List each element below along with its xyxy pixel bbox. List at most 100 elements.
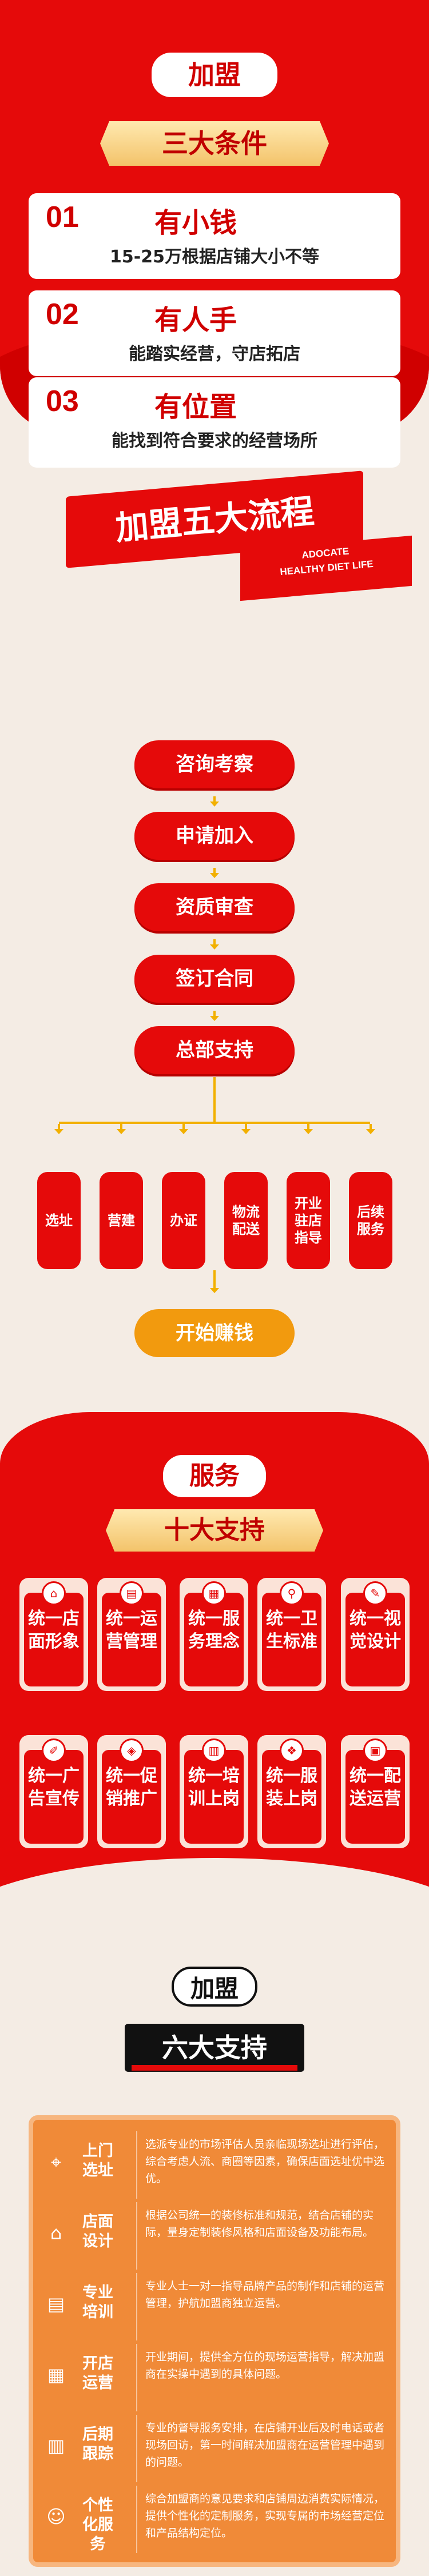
tag-icon: ◈	[120, 1738, 144, 1762]
six-item-desc: 根据公司统一的装修标准和规范，结合店铺的实际，量身定制装修风格和店面设备及功能布…	[145, 2209, 374, 2239]
shop-icon: ▦	[47, 2364, 65, 2386]
six-item-label: 个性化服务	[82, 2497, 113, 2553]
arrow-down-icon	[210, 939, 219, 950]
shirt-icon: ❖	[280, 1738, 304, 1762]
six-item-desc: 综合加盟商的意见要求和店铺周边消费实际情况，提供个性化的定制服务，实现专属的市场…	[145, 2493, 385, 2539]
arrow-down-icon	[241, 1124, 251, 1134]
arrow-down-icon	[366, 1124, 375, 1134]
support-label: 统一视觉设计	[349, 1609, 401, 1652]
sub-step-4: 物流配送	[224, 1172, 268, 1269]
six-item-label: 店面设计	[82, 2213, 113, 2250]
conditions-badge: 加盟	[152, 53, 277, 97]
six-title: 六大支持	[162, 2032, 267, 2063]
support-card-body	[24, 1593, 84, 1686]
sub-step-2: 营建	[100, 1172, 143, 1269]
support-label: 统一广告宣传	[28, 1766, 80, 1809]
support-card-body	[184, 1593, 244, 1686]
six-item: ▤ 专业培训 专业人士一对一指导品牌产品的制作和店铺的运营管理，护航加盟商独立运营。	[38, 2273, 391, 2340]
sub-step-1: 选址	[37, 1172, 81, 1269]
shop-icon: ▤	[120, 1581, 144, 1605]
support-card-body	[102, 1750, 161, 1844]
arrow-down-icon	[54, 1124, 63, 1134]
support-card-body	[262, 1593, 321, 1686]
support-card-body	[345, 1593, 405, 1686]
support-card: ❖ 统一服装上岗	[257, 1735, 326, 1848]
search-icon: ⚲	[280, 1581, 304, 1605]
support-card-body	[184, 1750, 244, 1844]
condition-card-1: 01 有小钱 15-25万根据店铺大小不等	[29, 193, 400, 279]
condition-title: 有小钱	[154, 207, 237, 239]
support-label: 统一培训上岗	[188, 1766, 240, 1809]
condition-desc: 能找到符合要求的经营场所	[112, 431, 317, 451]
process-step-3: 资质审查	[134, 883, 295, 931]
divider	[136, 2202, 137, 2270]
house-icon: ⌂	[42, 1581, 66, 1605]
divider	[136, 2486, 137, 2553]
support-card: ✎ 统一视觉设计	[341, 1578, 410, 1691]
condition-title: 有人手	[154, 304, 237, 336]
arrow-down-icon	[304, 1124, 313, 1134]
six-item: ▥ 后期跟踪 专业的督导服务安排，在店铺开业后及时电话或者现场回访，第一时间解决加盟…	[38, 2415, 391, 2482]
conditions-title: 三大条件	[100, 121, 329, 166]
condition-number: 03	[46, 385, 79, 418]
condition-card-2: 02 有人手 能踏实经营，守店拓店	[29, 290, 400, 376]
six-title-bg	[125, 2024, 304, 2072]
support-card: ▤统一运营管理	[97, 1578, 166, 1691]
condition-card-3: 03 有位置 能找到符合要求的经营场所	[29, 377, 400, 468]
support-card: ▦统一服务理念	[180, 1578, 248, 1691]
divider	[136, 2415, 137, 2482]
process-step-1: 咨询考察	[134, 740, 295, 788]
six-item: ☺ 个性化服务 综合加盟商的意见要求和店铺周边消费实际情况，提供个性化的定制服务，实…	[38, 2486, 391, 2553]
six-item-label: 专业培训	[82, 2284, 113, 2321]
condition-number: 01	[46, 201, 79, 234]
six-badge: 加盟	[172, 1967, 257, 2007]
condition-desc: 能踏实经营，守店拓店	[129, 344, 300, 364]
six-item-desc: 选派专业的市场评估人员亲临现场选址进行评估，综合考虑人流、商圈等因素，确保店面选…	[145, 2138, 385, 2185]
tree-connector	[213, 1270, 216, 1284]
support-card-body	[345, 1750, 405, 1844]
service-title: 十大支持	[106, 1509, 323, 1552]
condition-number: 02	[46, 298, 79, 331]
condition-title: 有位置	[154, 391, 237, 423]
process-step-4: 签订合同	[134, 955, 295, 1003]
location-icon: ⌖	[50, 2151, 62, 2173]
process-step-5: 总部支持	[134, 1026, 295, 1074]
six-item-desc: 专业人士一对一指导品牌产品的制作和店铺的运营管理，护航加盟商独立运营。	[145, 2280, 385, 2310]
grid-icon: ▦	[202, 1581, 226, 1605]
support-label: 统一店面形象	[28, 1609, 80, 1652]
divider	[136, 2273, 137, 2340]
divider	[136, 2131, 137, 2199]
support-card: ▥统一培训上岗	[180, 1735, 248, 1848]
support-card: ◈统一促销推广	[97, 1735, 166, 1848]
support-card-body	[262, 1750, 321, 1844]
user-icon: ☺	[46, 2506, 66, 2527]
paint-icon: ✎	[363, 1581, 387, 1605]
chart-icon: ▥	[47, 2435, 65, 2457]
support-card: ⌂ 统一店面形象	[19, 1578, 88, 1691]
support-label: 统一服装上岗	[266, 1766, 317, 1809]
support-label: 统一配送运营	[349, 1766, 401, 1809]
condition-desc: 15-25万根据店铺大小不等	[110, 247, 319, 267]
tree-connector	[213, 1077, 216, 1123]
truck-icon: ▣	[363, 1738, 387, 1762]
decor-wave	[0, 1858, 429, 1915]
arrow-down-icon	[210, 1283, 219, 1293]
certificate-icon: ▤	[47, 2293, 65, 2315]
support-card: ✐统一广告宣传	[19, 1735, 88, 1848]
six-item: ▦开店运营开业期间，提供全方位的现场运营指导，解决加盟商在实操中遇到的具体问题。	[38, 2344, 391, 2411]
arrow-down-icon	[210, 1011, 219, 1021]
sub-step-3: 办证	[162, 1172, 205, 1269]
six-item: ⌂ 店面设计 根据公司统一的装修标准和规范，结合店铺的实际，量身定制装修风格和店面设…	[38, 2202, 391, 2270]
arrow-down-icon	[210, 868, 219, 878]
six-item-label: 后期跟踪	[82, 2426, 113, 2463]
start-earning-button: 开始赚钱	[134, 1309, 295, 1357]
six-item: ⌖ 上门选址 选派专业的市场评估人员亲临现场选址进行评估，综合考虑人流、商圈等因素，…	[38, 2131, 391, 2199]
tree-connector	[59, 1122, 370, 1124]
six-item-desc: 专业的督导服务安排，在店铺开业后及时电话或者现场回访，第一时间解决加盟商在运营管…	[145, 2422, 385, 2469]
six-item-label: 上门选址	[82, 2142, 113, 2179]
arrow-down-icon	[179, 1124, 188, 1134]
six-panel	[29, 2115, 400, 2567]
divider	[136, 2344, 137, 2411]
sub-step-5: 开业驻店指导	[287, 1172, 330, 1269]
house-icon: ⌂	[50, 2222, 62, 2244]
